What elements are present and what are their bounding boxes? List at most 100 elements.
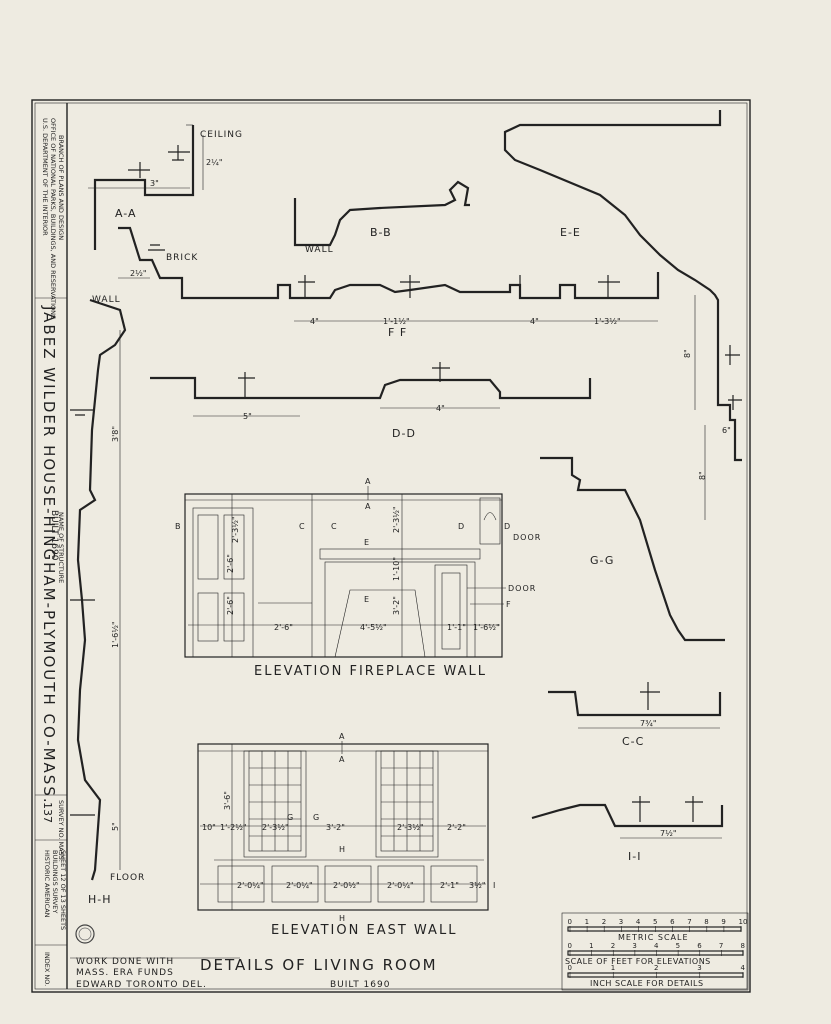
metric-scale-tick-label: 5	[653, 918, 657, 926]
east-mark-a-bot: A	[339, 755, 345, 764]
fp-dim-h4: 2'-3½"	[392, 506, 401, 533]
ff-dim-11: 1'-1½"	[383, 317, 410, 326]
hh-dim-3: 3'8"	[111, 426, 120, 442]
section-cc: 7¾" C-C	[548, 682, 722, 748]
east-mark-i: I	[493, 881, 495, 890]
east-dim-p4: 2'-0¼"	[387, 881, 414, 890]
habs-line-1: HISTORIC AMERICAN	[43, 850, 51, 918]
cc-label: C-C	[622, 735, 644, 748]
elevation-scale-tick-label: 7	[719, 942, 723, 950]
fp-mark-c: C	[299, 522, 305, 531]
gg-dim-8b: 8"	[698, 471, 707, 480]
ii-profile	[531, 803, 724, 828]
elevation-scale-tick-label: 1	[589, 942, 593, 950]
elevation-scale-label: SCALE OF FEET FOR ELEVATIONS	[565, 957, 711, 966]
bb-profile	[293, 180, 470, 247]
aa-profile	[93, 125, 195, 250]
east-dim-p3: 2'-0½"	[333, 881, 360, 890]
east-dim-w3: 2'-3½"	[262, 823, 289, 832]
metric-scale-tick-label: 2	[602, 918, 606, 926]
fp-dim-h2: 2'-6"	[226, 554, 235, 573]
fp-mark-a-top: A	[365, 477, 371, 486]
dd-label: D-D	[392, 427, 416, 440]
habs-seal	[75, 924, 95, 944]
survey-no: 137	[41, 802, 54, 823]
east-dim-w2: 1'-2½"	[220, 823, 247, 832]
detail-scale-tick-label: 2	[654, 964, 658, 972]
elevation-scale-tick-label: 4	[654, 942, 659, 950]
east-caption: ELEVATION EAST WALL	[271, 923, 457, 938]
dd-profile	[150, 376, 592, 400]
hh-label: H-H	[88, 893, 112, 906]
fp-dim-h3: 2'-6"	[226, 596, 235, 615]
elevation-scale-tick-label: 5	[676, 942, 680, 950]
work-line-1: WORK DONE WITH	[76, 957, 174, 967]
hh-dim-16: 1'-6½"	[111, 621, 120, 648]
metric-scale-label: METRIC SCALE	[618, 933, 689, 942]
metric-scale-tick-label: 8	[704, 918, 708, 926]
elevation-scale-tick-label: 6	[697, 942, 702, 950]
label-floor: FLOOR	[110, 873, 145, 883]
detail-scale-tick-label: 3	[697, 964, 701, 972]
fireplace-caption: ELEVATION FIREPLACE WALL	[254, 664, 487, 679]
east-dim-p6: 3½"	[469, 881, 486, 890]
detail-scale-tick-label: 4	[741, 964, 746, 972]
ff-profile	[118, 226, 660, 300]
east-dim-w5: 2'-3½"	[397, 823, 424, 832]
gg-dim-6: 6"	[722, 426, 731, 435]
label-wall-bb: WALL	[305, 245, 334, 255]
gg-label: G-G	[590, 554, 614, 567]
metric-scale-tick-label: 6	[670, 918, 675, 926]
elevation-scale-tick-label: 0	[568, 942, 572, 950]
footer-built: BUILT 1690	[330, 980, 390, 990]
metric-scale-tick-label: 1	[585, 918, 589, 926]
agency-line-1: U.S. DEPARTMENT OF THE INTERIOR	[41, 118, 49, 236]
ee-label: E-E	[560, 226, 581, 239]
aa-label: A-A	[115, 207, 137, 220]
ff-label: F F	[388, 326, 407, 339]
metric-scale-tick-label: 3	[619, 918, 623, 926]
label-ceiling: CEILING	[200, 130, 243, 140]
fp-mark-f: F	[506, 600, 511, 609]
elevation-scale-tick-label: 3	[632, 942, 636, 950]
fp-mark-e2: E	[364, 595, 369, 604]
structure-name: JABEZ WILDER HOUSE-HINGHAM-PLYMOUTH CO-M…	[40, 305, 58, 805]
east-mark-a-top: A	[339, 732, 345, 741]
fp-dim-w3: 1'-1"	[447, 623, 466, 632]
footer: WORK DONE WITH MASS. ERA FUNDS EDWARD TO…	[70, 956, 436, 990]
fp-mark-b: B	[175, 522, 181, 531]
aa-dim-3: 3"	[150, 179, 159, 188]
metric-scale-tick-label: 9	[721, 918, 725, 926]
east-dim-w1: 10"	[202, 823, 216, 832]
east-dim-p2: 2'-0¼"	[286, 881, 313, 890]
section-dd: 5" 4" D-D	[150, 362, 592, 440]
metric-scale-tick-label: 10	[739, 918, 748, 926]
fp-dim-h5: 1'-10"	[392, 557, 401, 581]
metric-scale-tick-label: 7	[687, 918, 691, 926]
east-elevation: A A G G H H I 3'-6" 10" 1'-2½" 2'-3½" 3'…	[197, 732, 495, 938]
metric-scale-tick-label: 0	[568, 918, 572, 926]
fp-dim-w2: 4'-5½"	[360, 623, 387, 632]
section-ff: BRICK 2½" 4" 1'-1½" 4" 1'-3½" F F	[118, 226, 660, 339]
ff-dim-13: 1'-3½"	[594, 317, 621, 326]
elevation-scale-tick-label: 2	[611, 942, 615, 950]
fp-mark-d: D	[458, 522, 464, 531]
detail-scale-tick-label: 0	[568, 964, 572, 972]
fp-mark-e: E	[364, 538, 369, 547]
ii-label: I-I	[628, 850, 641, 863]
delineator: EDWARD TORONTO DEL.	[76, 980, 207, 990]
index-no: INDEX NO.	[43, 952, 51, 986]
cc-dim-7: 7¾"	[640, 719, 657, 728]
dd-dim-5: 5"	[243, 412, 252, 421]
detail-scale-label: INCH SCALE FOR DETAILS	[590, 979, 704, 988]
agency-line-3: BRANCH OF PLANS AND DESIGN	[57, 135, 65, 240]
section-hh: WALL 3'8" 1'-6½" 5" FLOOR H-H	[70, 295, 145, 906]
section-ii: 7½" I-I	[531, 796, 724, 863]
fp-mark-c2: C	[331, 522, 337, 531]
hh-profile	[76, 298, 127, 881]
ff-dim-4a: 4"	[310, 317, 319, 326]
ee-profile	[503, 110, 742, 462]
east-dim-w4: 3'-2"	[326, 823, 345, 832]
